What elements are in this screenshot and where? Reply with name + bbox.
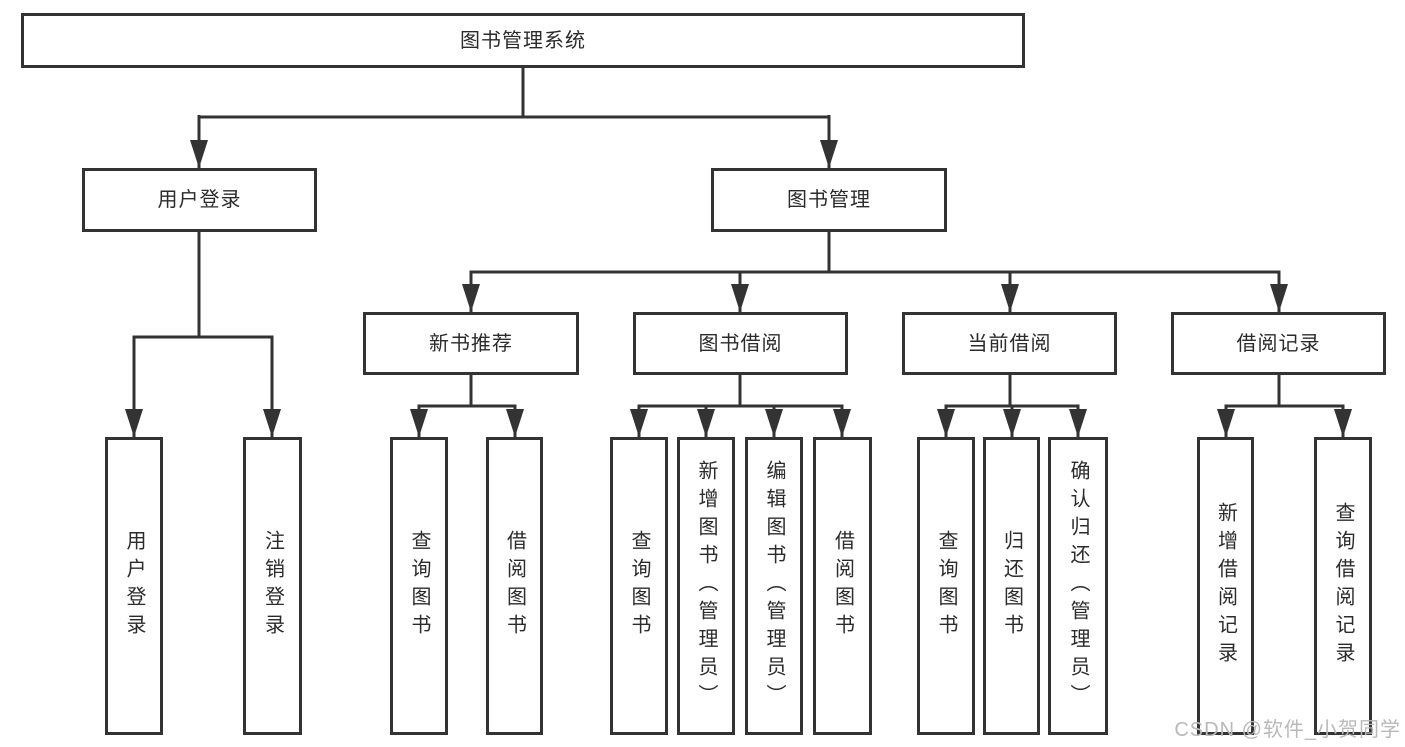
leaf-query-books-current: 查询图书 <box>917 437 975 735</box>
node-book-borrowing: 图书借阅 <box>633 312 848 375</box>
csdn-watermark: CSDN @软件_小贺同学 <box>1174 719 1401 741</box>
leaf-borrow-books: 借阅图书 <box>813 437 872 735</box>
node-new-book-recommendation: 新书推荐 <box>363 312 579 375</box>
node-current-borrowing: 当前借阅 <box>902 312 1117 375</box>
leaf-borrow-books-recommend: 借阅图书 <box>486 437 543 735</box>
leaf-return-books: 归还图书 <box>983 437 1040 735</box>
leaf-query-borrow-record: 查询借阅记录 <box>1314 437 1372 735</box>
node-library-management-system: 图书管理系统 <box>21 13 1025 68</box>
leaf-add-borrow-record: 新增借阅记录 <box>1197 437 1254 735</box>
leaf-confirm-return-admin: 确认归还（管理员） <box>1048 437 1108 735</box>
leaf-edit-books-admin: 编辑图书（管理员） <box>745 437 803 735</box>
node-borrowing-records: 借阅记录 <box>1171 312 1386 375</box>
node-book-management: 图书管理 <box>711 168 947 232</box>
leaf-user-login: 用户登录 <box>105 437 163 735</box>
leaf-query-books-borrowing: 查询图书 <box>610 437 668 735</box>
leaf-query-books-recommend: 查询图书 <box>390 437 448 735</box>
leaf-add-books-admin: 新增图书（管理员） <box>677 437 735 735</box>
node-user-login: 用户登录 <box>82 168 317 232</box>
leaf-logout-login: 注销登录 <box>243 437 302 735</box>
